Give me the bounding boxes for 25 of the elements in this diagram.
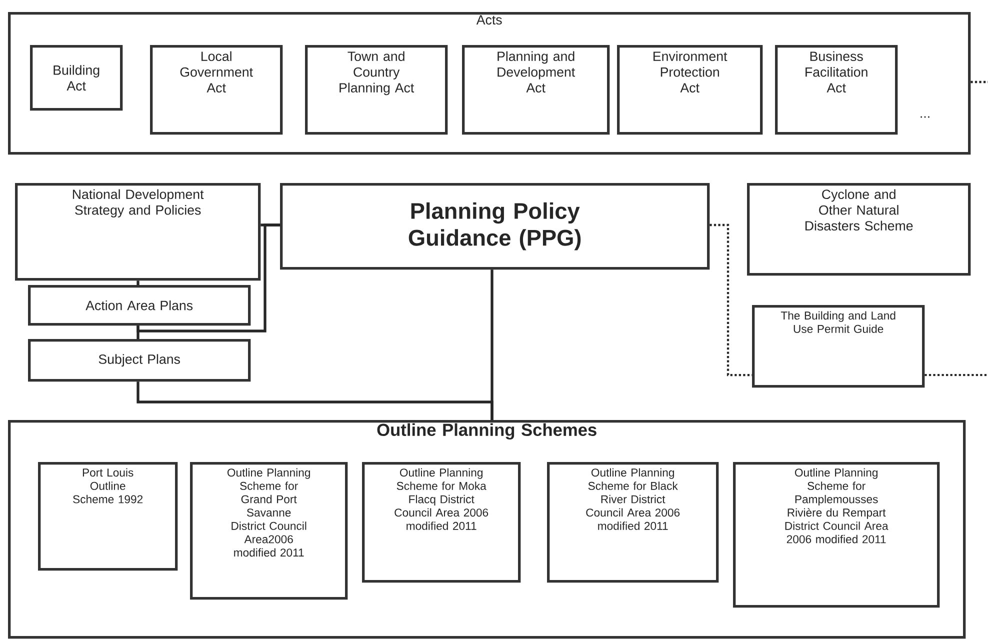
text-box: Business Facilitation Act [775,45,898,135]
text-box: Building Act [30,45,123,111]
text-box: Port Louis Outline Scheme 1992 [38,462,178,571]
text-box: Action Area Plans [28,285,251,326]
text-box: National Development Strategy and Policies [15,183,261,281]
text-box: Outline Planning Scheme for Moka Flacq District Council Area 2006 modified 2011 [362,462,521,583]
text-box: Cyclone and Other Natural Disasters Scheme [747,183,971,276]
text-box: Planning and Development Act [462,45,610,135]
connector-line [710,224,752,376]
connector-line [970,80,988,84]
connector-line [136,326,140,339]
ellipsis-label: ... [920,116,930,118]
text-box: Outline Planning Scheme for Pamplemousses Rivière du Rempart District Council Area 2006 modified 2011 [733,462,940,608]
connector-line [924,374,988,376]
text-box: Outline Planning Scheme for Black River District Council Area 2006 modified 2011 [547,462,719,583]
connector-line [136,224,280,332]
text-box: The Building and Land Use Permit Guide [752,305,925,388]
text-box: Town and Country Planning Act [305,45,448,135]
text-box: Outline Planning Scheme for Grand Port Savanne District Council Area2006 modified 2011 [190,462,348,600]
text-box: Subject Plans [28,339,251,382]
text-box: Local Government Act [150,45,283,135]
text-box: Planning Policy Guidance (PPG) [280,183,710,270]
connector-line [490,270,494,420]
text-box: Environment Protection Act [617,45,763,135]
connector-line [136,280,140,285]
